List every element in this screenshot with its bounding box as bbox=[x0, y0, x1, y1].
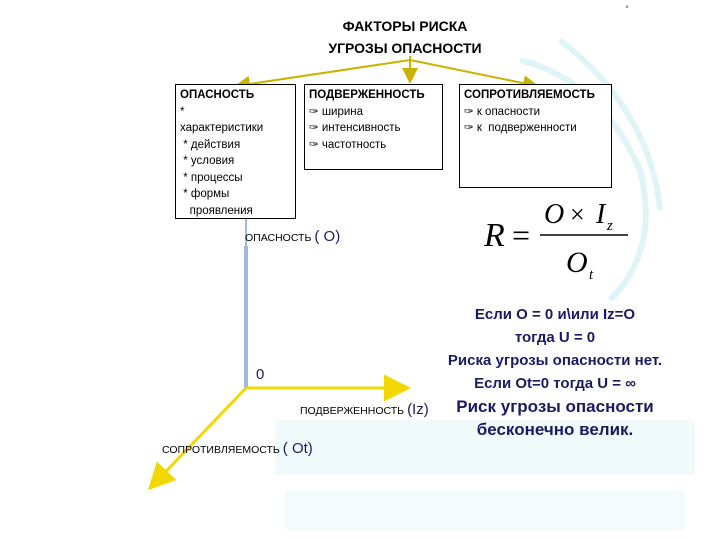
exposure-box-line: ✑ частотность bbox=[309, 138, 387, 151]
danger-box-line: * bbox=[180, 105, 185, 118]
resistance-axis-name: СОПРОТИВЛЯЕМОСТЬ bbox=[162, 444, 280, 456]
exposure-box: ПОДВЕРЖЕННОСТЬ ✑ ширина ✑ интенсивность … bbox=[304, 84, 443, 170]
conclusion-line: тогда U = 0 bbox=[514, 329, 596, 346]
origin-label: 0 bbox=[256, 366, 265, 383]
conclusion-line: бесконечно велик. bbox=[476, 420, 634, 439]
danger-box: ОПАСНОСТЬ * характеристики * действия * … bbox=[175, 84, 296, 219]
resistance-axis-symbol: ( Оt) bbox=[282, 440, 313, 457]
formula-numerator-a: O bbox=[544, 199, 564, 230]
danger-box-line: * действия bbox=[180, 138, 241, 151]
conclusion-line: Если Оt=0 тогда U = ∞ bbox=[474, 375, 636, 392]
exposure-axis-name: ПОДВЕРЖЕННОСТЬ bbox=[300, 405, 405, 417]
risk-conclusions: Если О = 0 и\или Iz=O тогда U = 0 Риска … bbox=[425, 303, 685, 441]
exposure-box-line: ✑ ширина bbox=[309, 105, 364, 118]
formula-denominator-sub: t bbox=[589, 267, 594, 283]
danger-axis-name: ОПАСНОСТЬ bbox=[245, 232, 312, 244]
conclusion-line: Риска угрозы опасности нет. bbox=[447, 352, 663, 369]
arrow-to-danger-box bbox=[234, 59, 411, 92]
diagram-title: ФАКТОРЫ РИСКА УГРОЗЫ ОПАСНОСТИ bbox=[290, 15, 520, 59]
formula-numerator-b-sub: z bbox=[606, 218, 613, 234]
resistance-axis-label: СОПРОТИВЛЯЕМОСТЬ( Оt) bbox=[162, 440, 313, 457]
danger-box-line: характеристики bbox=[180, 122, 264, 134]
formula-equals: = bbox=[512, 217, 530, 253]
risk-formula: R = O × I z O t bbox=[483, 199, 628, 283]
resistance-box-header: СОПРОТИВЛЯЕМОСТЬ bbox=[464, 89, 595, 101]
resistance-box-line: ✑ к опасности bbox=[464, 105, 541, 118]
danger-axis-label: ОПАСНОСТЬ( О) bbox=[245, 228, 340, 245]
arrow-to-resistance-box bbox=[409, 59, 539, 92]
conclusion-line: Если О = 0 и\или Iz=O bbox=[474, 306, 636, 323]
exposure-axis-label: ПОДВЕРЖЕННОСТЬ(Iz) bbox=[300, 401, 429, 418]
exposure-box-header: ПОДВЕРЖЕННОСТЬ bbox=[309, 89, 425, 101]
title-line-2: УГРОЗЫ ОПАСНОСТИ bbox=[328, 40, 482, 56]
danger-box-line: проявления bbox=[180, 204, 253, 217]
formula-times: × bbox=[570, 200, 585, 229]
stray-mark: ' bbox=[626, 4, 629, 16]
danger-box-line: * условия bbox=[180, 155, 235, 167]
formula-denominator: O bbox=[566, 246, 588, 279]
exposure-box-line: ✑ интенсивность bbox=[309, 122, 401, 134]
danger-box-line: * процессы bbox=[180, 171, 243, 184]
danger-axis-symbol: ( О) bbox=[314, 228, 341, 245]
exposure-axis-symbol: (Iz) bbox=[407, 401, 429, 418]
resistance-axis bbox=[147, 386, 248, 491]
resistance-box-line: ✑ к подверженности bbox=[464, 122, 577, 134]
conclusion-line: Риск угрозы опасности bbox=[456, 397, 654, 416]
title-line-1: ФАКТОРЫ РИСКА bbox=[342, 18, 468, 34]
danger-box-header: ОПАСНОСТЬ bbox=[180, 89, 255, 101]
resistance-box: СОПРОТИВЛЯЕМОСТЬ ✑ к опасности ✑ к подве… bbox=[459, 84, 612, 188]
formula-numerator-b: I bbox=[595, 199, 607, 230]
formula-lhs: R bbox=[483, 217, 505, 254]
danger-box-line: * формы bbox=[180, 188, 230, 200]
